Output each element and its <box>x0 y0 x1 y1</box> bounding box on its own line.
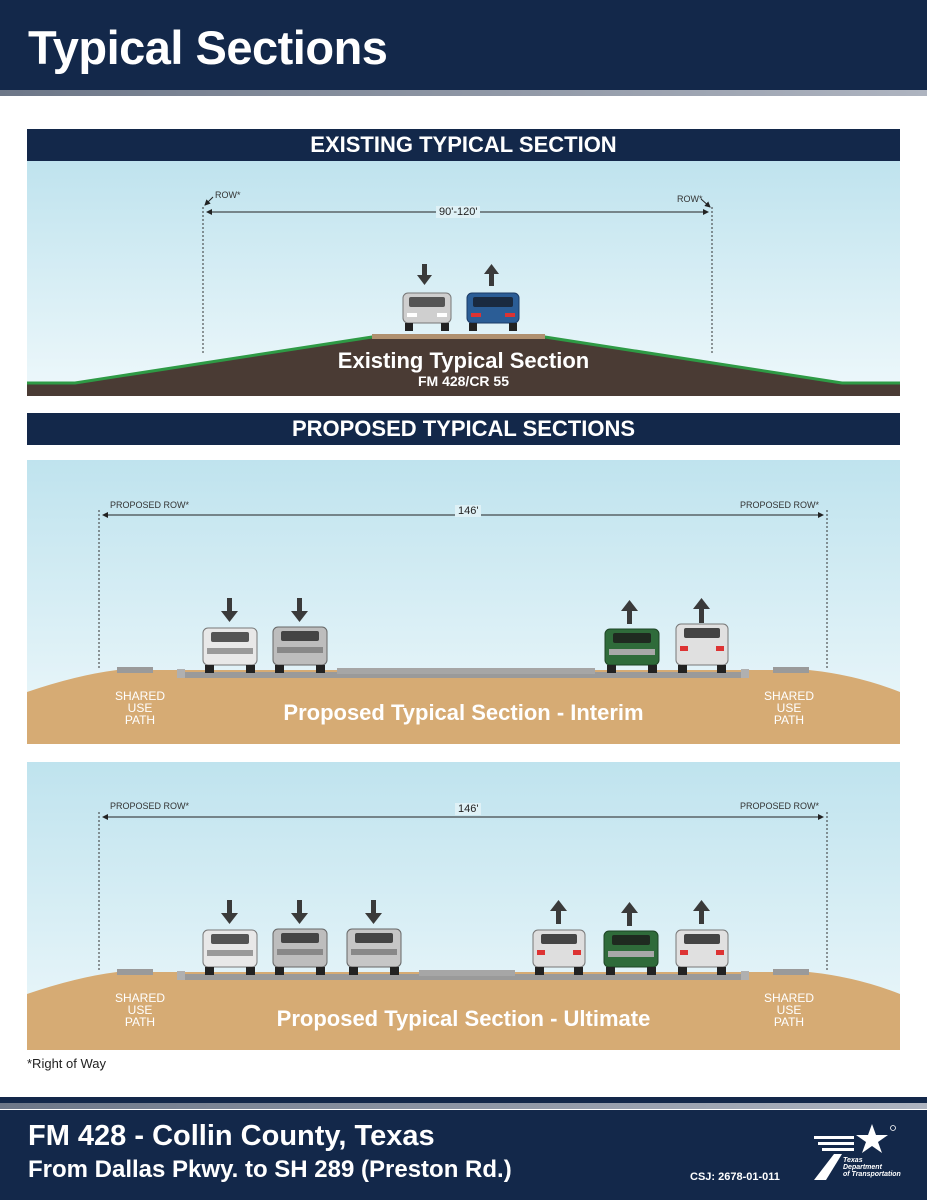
shared-use-path-label-right: SHARED USE PATH <box>763 991 814 1029</box>
proposed-row-label-left: PROPOSED ROW* <box>110 801 190 811</box>
truck-icon <box>272 928 328 975</box>
dimension-label: 146' <box>455 803 482 815</box>
existing-section-banner: EXISTING TYPICAL SECTION <box>27 129 900 161</box>
truck-icon <box>202 627 258 673</box>
shared-use-path-label-right: SHARED USE PATH <box>763 689 814 727</box>
arrow-up-icon <box>693 900 710 924</box>
arrow-up-icon <box>621 600 638 624</box>
csj-number: CSJ: 2678-01-011 <box>690 1171 780 1183</box>
arrow-down-icon <box>221 598 238 622</box>
proposed-row-label-right: PROPOSED ROW* <box>740 500 820 510</box>
footnote: *Right of Way <box>27 1056 106 1071</box>
shared-use-path-label-left: SHARED USE PATH <box>114 991 165 1029</box>
arrow-down-icon <box>365 900 382 924</box>
truck-icon <box>675 929 729 975</box>
dimension-label: 146' <box>455 505 482 517</box>
txdot-logo-text: Texas Department of Transportation <box>843 1157 901 1178</box>
arrow-up-icon <box>693 598 710 623</box>
proposed-row-label-left: PROPOSED ROW* <box>110 500 190 510</box>
ultimate-roadway <box>185 974 741 980</box>
interim-roadway <box>185 672 741 678</box>
interim-median <box>337 668 595 674</box>
shared-use-path-label-left: SHARED USE PATH <box>114 689 165 727</box>
arrow-down-icon <box>291 900 308 924</box>
arrow-up-icon <box>484 264 499 286</box>
truck-icon <box>532 929 586 975</box>
truck-icon <box>202 929 258 975</box>
truck-icon <box>675 623 729 673</box>
ultimate-section-panel: PROPOSED ROW* PROPOSED ROW* 146' SHARED … <box>27 762 900 1050</box>
header-bar <box>0 0 927 90</box>
arrow-down-icon <box>417 264 432 285</box>
star-icon <box>856 1124 888 1153</box>
footer-top-band <box>0 1097 927 1103</box>
existing-section-drawing <box>27 161 900 396</box>
shared-use-path-left <box>117 969 153 975</box>
arrow-down-icon <box>221 900 238 924</box>
header-stripe <box>0 90 927 96</box>
row-label-left: ROW* <box>215 190 241 200</box>
existing-pavement <box>372 334 545 339</box>
interim-soil <box>27 670 900 744</box>
page-title: Typical Sections <box>28 21 388 74</box>
txdot-logo <box>814 1124 896 1180</box>
existing-soil <box>27 337 900 396</box>
footer-stripe <box>0 1103 927 1109</box>
interim-section-title: Proposed Typical Section - Interim <box>283 700 644 725</box>
arrow-down-icon <box>291 598 308 622</box>
shared-use-path-right <box>773 969 809 975</box>
arrow-up-icon <box>621 902 638 926</box>
car-icon <box>466 292 520 331</box>
dimension-label: 90'-120' <box>436 206 481 218</box>
ultimate-median <box>419 970 515 976</box>
arrow-up-icon <box>550 900 567 924</box>
footer-bar <box>0 1110 927 1200</box>
truck-icon <box>346 928 402 975</box>
ultimate-soil <box>27 972 900 1050</box>
footer-title: FM 428 - Collin County, Texas <box>28 1120 435 1152</box>
existing-section-subtitle: FM 428/CR 55 <box>417 373 510 389</box>
proposed-sections-banner: PROPOSED TYPICAL SECTIONS <box>27 413 900 445</box>
truck-icon <box>603 930 659 975</box>
existing-section-panel: ROW* ROW* 90'-120' Existing Typical Sect… <box>27 161 900 396</box>
shared-use-path-left <box>117 667 153 673</box>
ultimate-section-title: Proposed Typical Section - Ultimate <box>276 1006 651 1031</box>
row-label-right: ROW* <box>677 194 703 204</box>
existing-section-title: Existing Typical Section <box>337 348 590 373</box>
car-icon <box>402 292 452 331</box>
proposed-row-label-right: PROPOSED ROW* <box>740 801 820 811</box>
interim-section-panel: PROPOSED ROW* PROPOSED ROW* 146' SHARED … <box>27 460 900 744</box>
truck-icon <box>272 626 328 673</box>
footer-subtitle: From Dallas Pkwy. to SH 289 (Preston Rd.… <box>28 1156 512 1183</box>
truck-icon <box>604 628 660 673</box>
shared-use-path-right <box>773 667 809 673</box>
